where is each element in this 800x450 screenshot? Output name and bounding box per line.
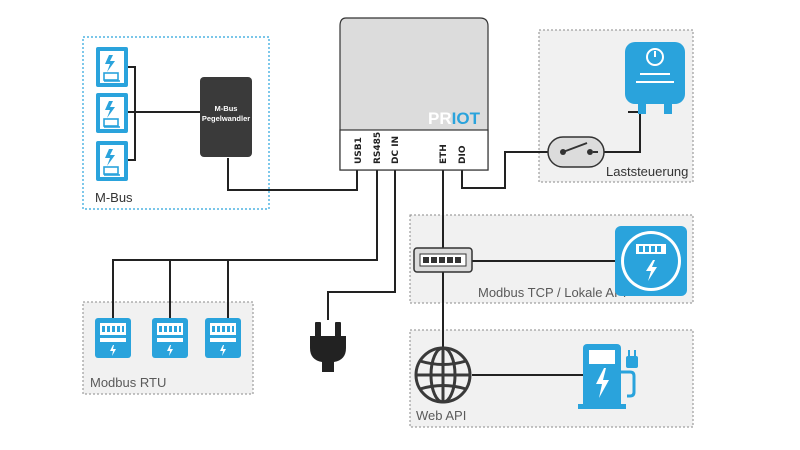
gateway-device: PRIOT USB1 RS485 DC IN ETH DIO [339,17,489,171]
converter-label-line2: Pegelwandler [202,114,250,123]
modbus-meter [95,318,131,358]
port-eth: ETH [439,144,449,164]
converter-label-line1: M-Bus [215,104,238,113]
globe-icon [414,346,472,404]
network-switch-icon [413,247,473,273]
mbus-group-box [82,36,270,210]
web-api-group-label: Web API [416,408,466,423]
modbus-meter [152,318,188,358]
smart-meter-icon [615,226,687,296]
modbus-rtu-group-label: Modbus RTU [90,375,166,390]
connection-lines [112,66,641,376]
port-rs485: RS485 [373,132,383,164]
load-control-group-label: Laststeuerung [606,164,688,179]
modbus-tcp-group-label: Modbus TCP / Lokale API [478,285,626,300]
port-dc-in: DC IN [391,136,401,164]
switch-relay-icon [547,136,605,168]
mbus-meter [96,141,128,181]
web-api-group-box [409,329,694,428]
power-plug-icon [310,322,346,372]
water-heater-icon [625,42,685,114]
port-usb1: USB1 [354,137,364,164]
ev-charger-icon [578,344,638,409]
mbus-group-label: M-Bus [95,190,133,205]
gateway-brand: PRIOT [428,109,481,128]
mbus-meter [96,93,128,133]
mbus-meter [96,47,128,87]
port-dio: DIO [458,145,468,164]
mbus-converter: M-Bus Pegelwandler [200,77,252,157]
modbus-meter [205,318,241,358]
